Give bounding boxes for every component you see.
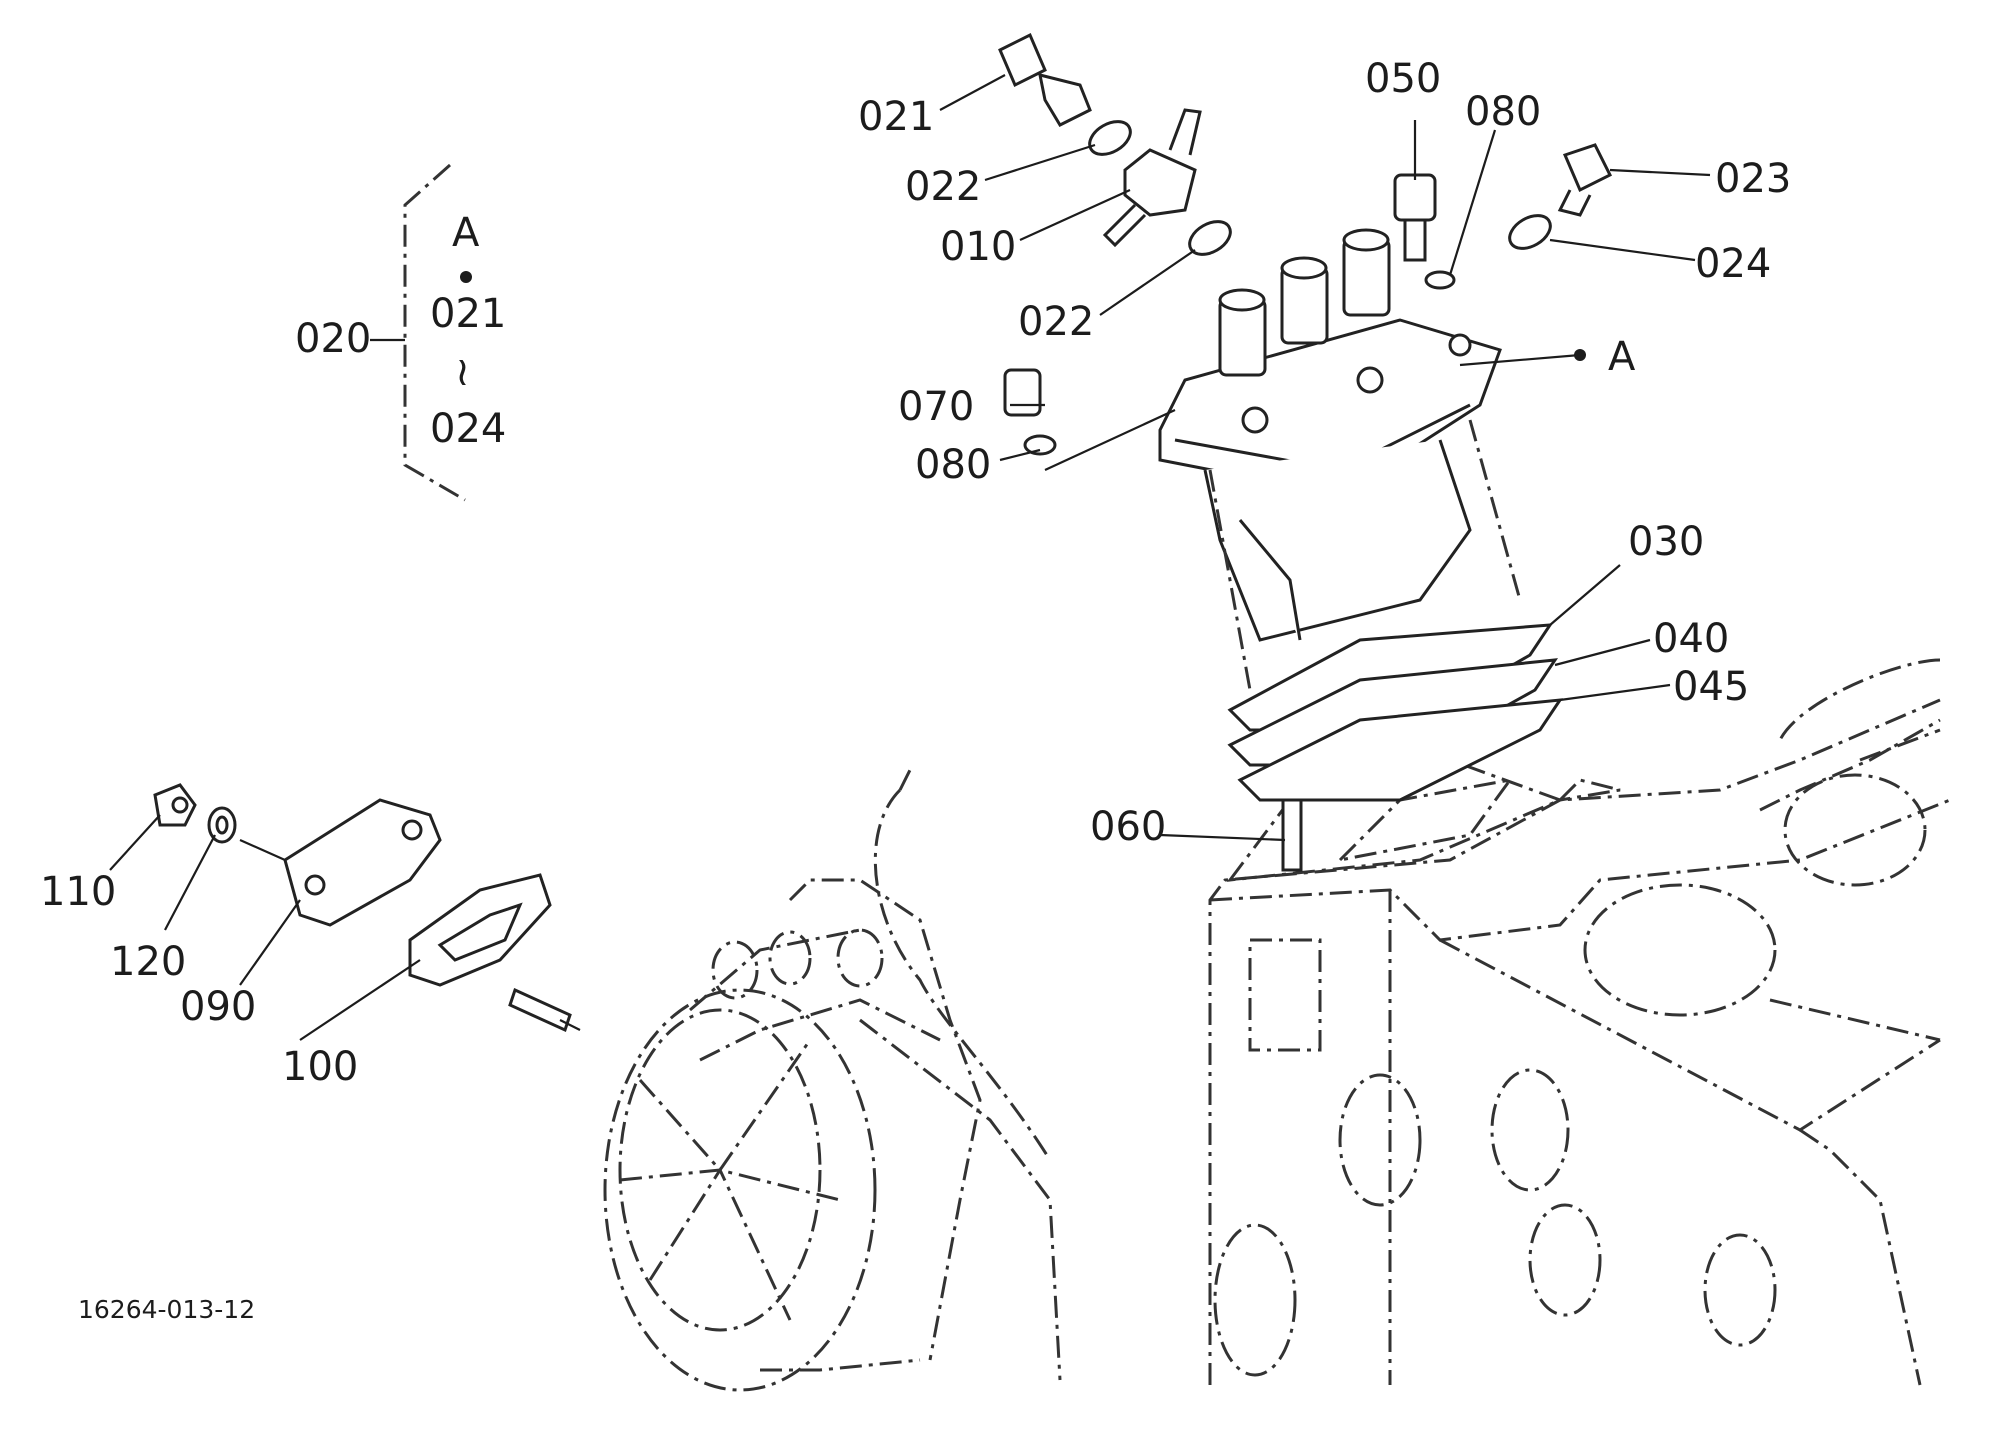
gear-case-housing: [603, 769, 1062, 1392]
callout-100: 100: [282, 1044, 358, 1090]
callout-045: 045: [1673, 664, 1749, 710]
bolt-023: [1557, 143, 1613, 217]
callout-022-upper: 022: [905, 164, 981, 210]
callout-010: 010: [940, 224, 1016, 270]
callout-024: 024: [1695, 241, 1771, 287]
callout-080-upper: 080: [1465, 89, 1541, 135]
washer-080-lower: [1023, 434, 1057, 456]
engine-block: [1208, 658, 1951, 1386]
washer-080-upper: [1424, 270, 1456, 290]
callout-120: 120: [110, 939, 186, 985]
gasket-045: [1237, 698, 1564, 802]
stud: [508, 987, 572, 1033]
callout-022-lower: 022: [1018, 299, 1094, 345]
callout-030: 030: [1628, 519, 1704, 565]
gasket-100: [408, 873, 552, 987]
bolt-050: [1393, 173, 1437, 262]
callout-021: 021: [858, 94, 934, 140]
washer-022-lower: [1188, 220, 1232, 256]
washer-022-upper: [1088, 120, 1132, 156]
banjo-bolt-021: [998, 32, 1092, 127]
callout-110: 110: [40, 869, 116, 915]
legend-group-label: 020: [295, 316, 371, 362]
callout-A: A: [1608, 334, 1636, 380]
stud-060: [1281, 798, 1303, 872]
callout-040: 040: [1653, 616, 1729, 662]
drawing-number: 16264-013-12: [78, 1295, 255, 1324]
callout-070: 070: [898, 384, 974, 430]
banjo-fitting-010: [1102, 108, 1202, 248]
gasket-040: [1227, 658, 1559, 767]
cap-070: [1003, 368, 1042, 417]
washer-120: [207, 806, 237, 844]
callout-060: 060: [1090, 804, 1166, 850]
washer-024: [1508, 214, 1552, 250]
callout-090: 090: [180, 984, 256, 1030]
callout-labels: 021 022 010 022 050 080 023 024 A 070 08…: [40, 56, 1791, 1090]
callout-050: 050: [1365, 56, 1441, 102]
legend-ref-letter: A: [452, 210, 480, 256]
leader-lines: [109, 74, 1711, 1041]
legend-range-end: 024: [430, 406, 506, 452]
legend-range-symbol: ≀: [455, 349, 470, 395]
nut-110: [153, 783, 197, 827]
callout-080-lower: 080: [915, 442, 991, 488]
callout-023: 023: [1715, 156, 1791, 202]
injection-pump-body: [1158, 228, 1522, 691]
group-legend: 020 A 021 ≀ 024: [295, 163, 506, 502]
legend-range-start: 021: [430, 291, 506, 337]
cover-plate-090: [283, 798, 442, 927]
